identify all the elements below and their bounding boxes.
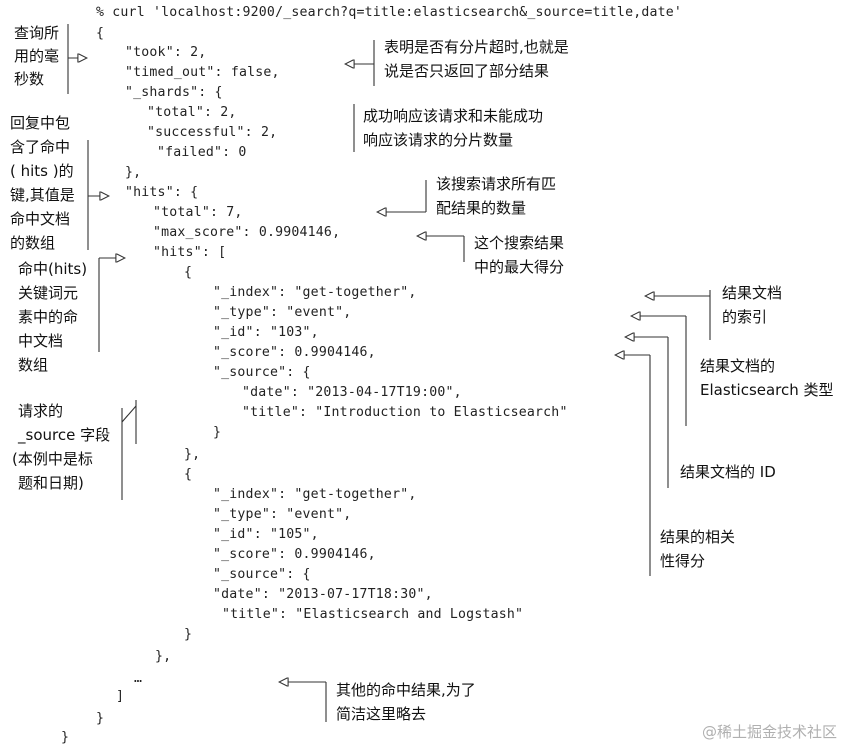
code-line: "_type": "event",	[213, 507, 352, 522]
note-hits-key-line: 键,其值是	[10, 186, 75, 204]
code-line: "hits": [	[153, 245, 227, 260]
note-timed-out-line: 表明是否有分片超时,也就是	[384, 38, 569, 56]
code-line: "_id": "103",	[213, 325, 319, 340]
note-index-line: 结果文档	[722, 284, 783, 302]
note-hits-array-line: 中文档	[18, 332, 64, 350]
code-line: }	[213, 425, 222, 440]
code-line: {	[184, 467, 193, 482]
note-hits-array-line: 关键词元	[18, 284, 79, 302]
code-line: ]	[116, 689, 125, 704]
note-source-line: _source 字段	[18, 426, 111, 444]
note-took-line: 用的毫	[14, 47, 60, 65]
code-line: }	[184, 627, 193, 642]
note-hits-key-line: 的数组	[10, 234, 56, 252]
code-line: "_score": 0.9904146,	[213, 547, 376, 562]
note-hits-key-line: 回复中包	[10, 114, 71, 132]
code-line: "total": 2,	[147, 105, 237, 120]
code-line: "title": "Elasticsearch and Logstash"	[222, 607, 524, 622]
note-took-line: 秒数	[14, 70, 45, 88]
note-source-line: 请求的	[18, 402, 64, 420]
code-line: "total": 7,	[153, 205, 243, 220]
code-line: "_source": {	[213, 567, 311, 582]
code-line: "title": "Introduction to Elasticsearch"	[242, 405, 568, 420]
note-shards-line: 成功响应该请求和未能成功	[363, 107, 544, 125]
note-source-line: (本例中是标	[12, 450, 93, 468]
code-line: }	[61, 730, 70, 745]
code-line: "failed": 0	[157, 145, 247, 160]
note-others-line: 其他的命中结果,为了	[336, 681, 476, 699]
leader-source	[121, 405, 137, 423]
code-line: {	[184, 265, 193, 280]
code-line: "_index": "get-together",	[213, 487, 417, 502]
code-line: "_shards": {	[125, 85, 223, 100]
code-line: "hits": {	[125, 185, 199, 200]
code-line: },	[184, 447, 201, 462]
code-line: }	[96, 711, 105, 726]
note-hits-array-line: 命中(hits)	[18, 260, 88, 278]
note-others-line: 简洁这里略去	[336, 705, 427, 723]
note-total-line: 配结果的数量	[436, 199, 527, 217]
code-line: "_index": "get-together",	[213, 285, 417, 300]
code-line: "date": "2013-04-17T19:00",	[242, 385, 462, 400]
note-shards-line: 响应该请求的分片数量	[363, 131, 514, 149]
note-hits-key-line: ( hits )的	[10, 162, 74, 180]
code-line: "_score": 0.9904146,	[213, 345, 376, 360]
note-score-line: 性得分	[660, 552, 706, 570]
code-line: {	[96, 26, 105, 41]
note-max-score-line: 这个搜索结果	[474, 234, 565, 252]
code-line: "timed_out": false,	[125, 65, 280, 80]
note-score-line: 结果的相关	[660, 528, 736, 546]
site-watermark: @稀土掘金技术社区	[701, 723, 837, 741]
curl-command: % curl 'localhost:9200/_search?q=title:e…	[96, 5, 683, 20]
note-hits-array-line: 素中的命	[18, 308, 79, 326]
note-timed-out-line: 说是否只返回了部分结果	[384, 62, 550, 80]
note-type-line: 结果文档的	[700, 357, 776, 375]
code-line: },	[125, 165, 142, 180]
code-line: },	[155, 649, 172, 664]
note-took-line: 查询所	[14, 24, 60, 42]
note-hits-array-line: 数组	[18, 356, 49, 374]
note-type-line: Elasticsearch 类型	[700, 381, 834, 399]
code-line: "took": 2,	[125, 45, 207, 60]
code-line: "date": "2013-07-17T18:30",	[213, 587, 433, 602]
note-hits-key-line: 命中文档	[10, 210, 71, 228]
code-line: "_type": "event",	[213, 305, 352, 320]
code-line: "_source": {	[213, 365, 311, 380]
code-line: "_id": "105",	[213, 527, 319, 542]
code-line: "max_score": 0.9904146,	[153, 225, 341, 240]
note-index-line: 的索引	[722, 308, 768, 326]
note-source-line: 题和日期)	[18, 474, 84, 492]
code-line: "successful": 2,	[147, 125, 278, 140]
note-total-line: 该搜索请求所有匹	[436, 175, 557, 193]
note-hits-key-line: 含了命中	[10, 138, 71, 156]
note-id-line: 结果文档的 ID	[680, 463, 776, 481]
code-line: …	[134, 671, 143, 686]
note-max-score-line: 中的最大得分	[474, 258, 565, 276]
